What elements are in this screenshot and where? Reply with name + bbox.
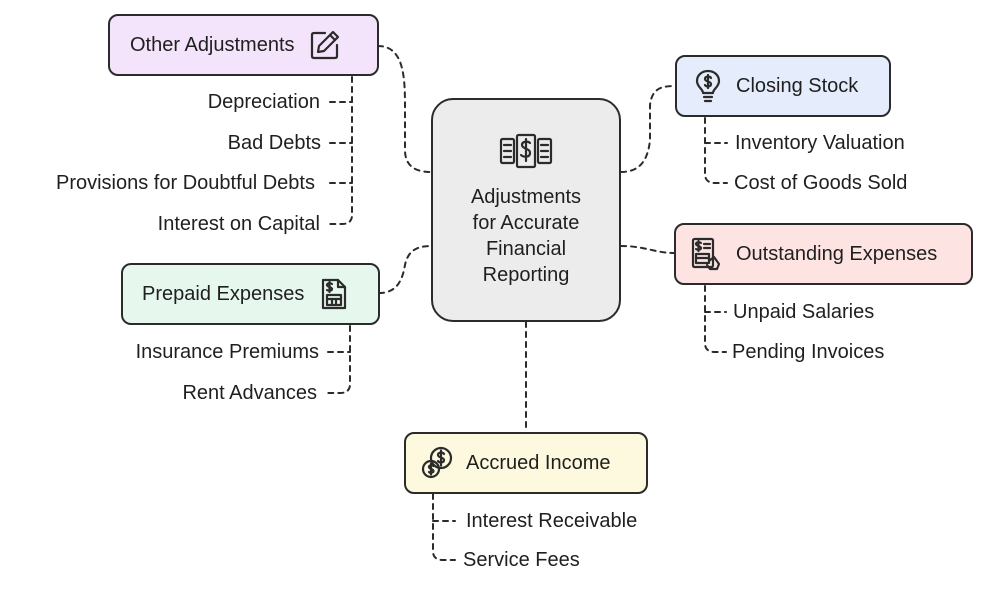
leaf-item: Interest Receivable	[466, 510, 638, 532]
leaf-item: Inventory Valuation	[735, 132, 905, 154]
leaf-item: Pending Invoices	[732, 341, 885, 363]
branch-label: Accrued Income	[466, 452, 611, 474]
connector-outstanding-expenses	[620, 245, 675, 254]
branch-label: Outstanding Expenses	[736, 243, 938, 265]
branch-other-adjustments: Other Adjustments	[108, 14, 379, 76]
leaf-item: Provisions for Doubtful Debts	[55, 172, 315, 194]
bill-hand-icon	[690, 237, 722, 271]
trunk-accrued-income	[432, 493, 456, 561]
connector-closing-stock	[620, 85, 676, 173]
leaf-item: Insurance Premiums	[135, 341, 319, 363]
leaf-item: Cost of Goods Sold	[734, 172, 908, 194]
money-document-icon	[498, 133, 554, 174]
edit-pencil-icon	[309, 29, 341, 61]
center-node: Adjustments for Accurate Financial Repor…	[431, 98, 621, 322]
lightbulb-dollar-icon	[694, 69, 722, 103]
branch-closing-stock: Closing Stock	[675, 55, 891, 117]
trunk-closing-stock	[704, 117, 728, 184]
trunk-prepaid-expenses	[327, 325, 351, 394]
trunk-other-adjustments	[329, 76, 353, 225]
leaf-item: Service Fees	[463, 549, 580, 571]
branch-label: Other Adjustments	[130, 34, 295, 56]
branch-prepaid-expenses: Prepaid Expenses	[121, 263, 380, 325]
center-title: Adjustments for Accurate Financial Repor…	[470, 185, 582, 286]
invoice-icon	[320, 277, 348, 311]
coins-icon	[420, 446, 454, 480]
leaf-item: Unpaid Salaries	[733, 301, 875, 323]
connector-other-adjustments	[377, 45, 432, 173]
connector-prepaid-expenses	[378, 245, 432, 294]
branch-label: Prepaid Expenses	[142, 283, 305, 305]
branch-accrued-income: Accrued Income	[404, 432, 648, 494]
leaf-item: Depreciation	[207, 91, 320, 113]
branch-outstanding-expenses: Outstanding Expenses	[674, 223, 973, 285]
leaf-item: Interest on Capital	[157, 213, 320, 235]
leaf-item: Bad Debts	[227, 132, 321, 154]
leaf-item: Rent Advances	[182, 382, 317, 404]
trunk-outstanding-expenses	[704, 285, 727, 353]
branch-label: Closing Stock	[736, 75, 859, 97]
